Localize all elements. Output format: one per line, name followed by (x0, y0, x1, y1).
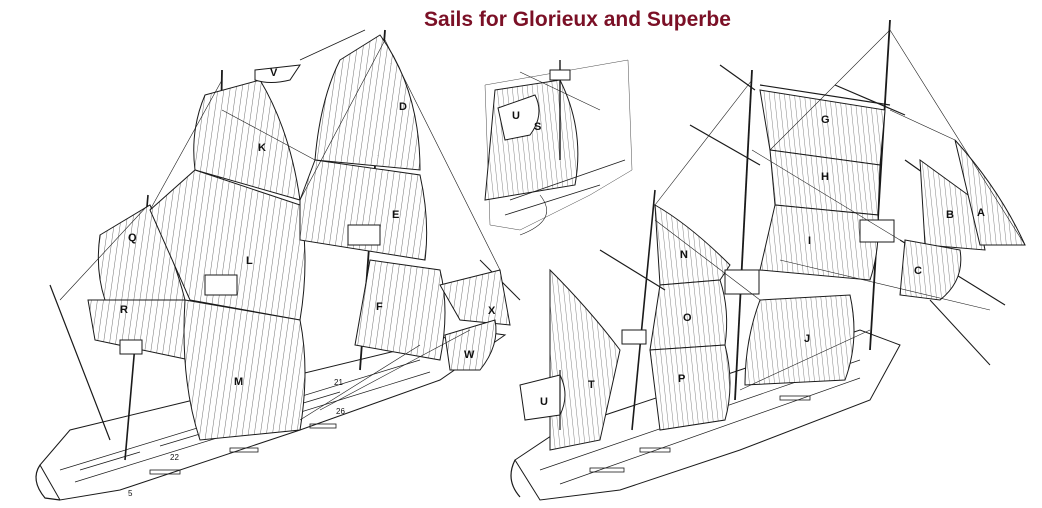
label-l: L (246, 255, 253, 267)
right-mizzenmast (869, 19, 891, 351)
label-q: Q (128, 232, 137, 244)
sail-j (744, 294, 855, 386)
label-f: F (376, 301, 383, 313)
label-p: P (678, 373, 685, 385)
number-26: 26 (336, 407, 345, 416)
left-deck-details (79, 391, 341, 475)
sail-e (299, 159, 428, 261)
sail-b (919, 158, 986, 251)
sail-f (354, 259, 446, 361)
label-k: K (258, 142, 266, 154)
label-o: O (683, 312, 692, 324)
inset-label-s: S (534, 121, 541, 133)
number-22: 22 (170, 453, 179, 462)
inset-flag-u (497, 94, 540, 141)
right-foremast (631, 189, 656, 431)
label-x: X (488, 305, 496, 317)
sail-m (183, 299, 306, 441)
label-e: E (392, 209, 399, 221)
label-v: V (270, 67, 278, 79)
label-c: C (914, 265, 922, 277)
label-i: I (808, 235, 811, 247)
page-title: Sails for Glorieux and Superbe (424, 8, 731, 31)
sail-n (654, 204, 731, 286)
sail-i (759, 204, 879, 281)
label-a: A (977, 207, 985, 219)
sail-x (439, 269, 511, 326)
label-n: N (680, 249, 688, 261)
pennant-v (254, 64, 302, 83)
label-j: J (804, 333, 810, 345)
inset-label-u: U (512, 110, 520, 122)
left-bowsprit (49, 284, 111, 441)
left-ship (35, 29, 521, 501)
sail-k (193, 79, 301, 201)
label-g: G (821, 114, 830, 126)
sail-w (444, 319, 497, 371)
label-b: B (946, 209, 954, 221)
label-t: T (588, 379, 595, 391)
sail-d (314, 34, 421, 171)
sail-p (649, 344, 731, 431)
inset-detail (484, 59, 633, 236)
right-ship (510, 19, 1026, 501)
label-u: U (540, 396, 548, 408)
label-h: H (821, 171, 829, 183)
number-5: 5 (128, 489, 133, 498)
label-w: W (464, 349, 475, 361)
label-r: R (120, 304, 128, 316)
sail-c (899, 239, 962, 301)
label-m: M (234, 376, 243, 388)
sail-t (549, 268, 621, 451)
right-mainmast (734, 69, 753, 401)
number-21: 21 (334, 378, 343, 387)
label-d: D (399, 101, 407, 113)
